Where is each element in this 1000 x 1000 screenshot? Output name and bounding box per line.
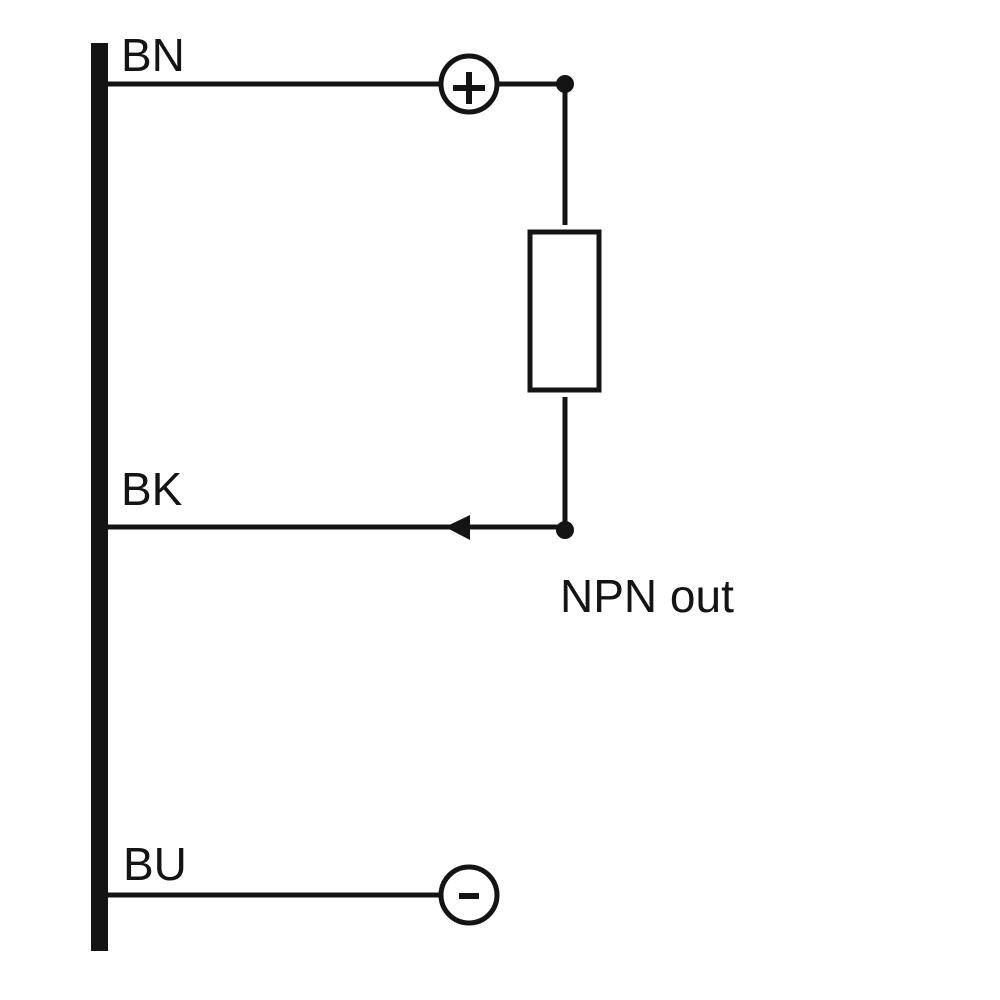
- negative-terminal: [438, 864, 500, 926]
- bn-label: BN: [121, 29, 185, 81]
- bk-label: BK: [121, 463, 183, 515]
- junction-dot-bottom: [556, 521, 574, 539]
- positive-terminal: [438, 53, 500, 115]
- load-resistor: [527, 229, 602, 393]
- sensor-body-bar: [91, 43, 108, 951]
- npn-output-label: NPN out: [560, 570, 734, 622]
- output-arrow-icon: [445, 515, 470, 540]
- bu-label: BU: [123, 838, 187, 890]
